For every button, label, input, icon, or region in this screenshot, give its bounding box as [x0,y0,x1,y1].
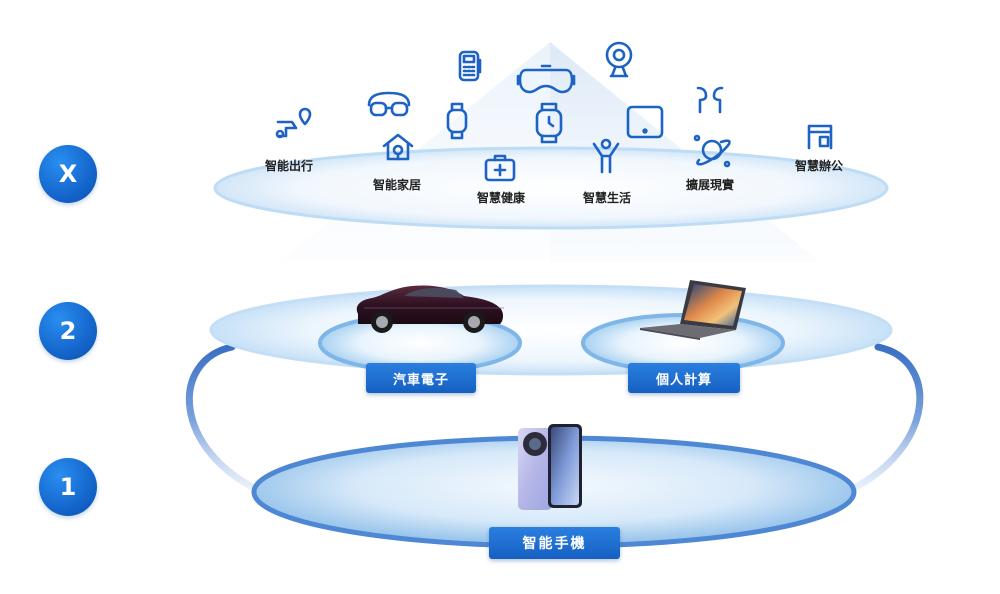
smartphone-icon [518,424,582,510]
orbit-planet-icon [693,134,731,168]
person-activity-icon [592,138,620,174]
pos-terminal-icon [458,50,482,82]
laptop-icon [640,280,746,340]
scenario-label-life: 智慧生活 [582,191,632,205]
tier-badge-2: 2 [39,302,97,360]
office-desk-icon [807,124,833,150]
map-route-icon [275,107,312,139]
tablet-icon [626,105,664,139]
platform-tier-2 [209,284,893,376]
smartwatch-icon [446,102,468,140]
device-tag-pc: 個人計算 [628,363,740,393]
scenario-label-office: 智慧辦公 [794,159,844,173]
connector-arc-left [185,343,266,496]
medical-kit-icon [484,154,516,182]
tier-badge-x: X [39,145,97,203]
tier-badge-1: 1 [39,458,97,516]
earbuds-icon [696,86,724,114]
connector-arc-right [842,343,924,496]
sedan-car-icon [356,285,504,333]
vr-headset-icon [516,64,576,94]
platform-tier-x [213,146,889,230]
smartwatch-icon [535,102,563,144]
device-tag-phone: 智能手機 [489,527,620,559]
scenario-label-xr: 擴展現實 [685,178,735,192]
scenario-label-home: 智能家居 [372,178,422,192]
device-tag-auto: 汽車電子 [366,363,476,393]
webcam-icon [605,41,633,78]
smart-home-icon [382,133,414,161]
vr-glasses-icon [367,91,411,117]
scenario-label-mobility: 智能出行 [264,159,314,173]
scenario-label-health: 智慧健康 [476,191,526,205]
